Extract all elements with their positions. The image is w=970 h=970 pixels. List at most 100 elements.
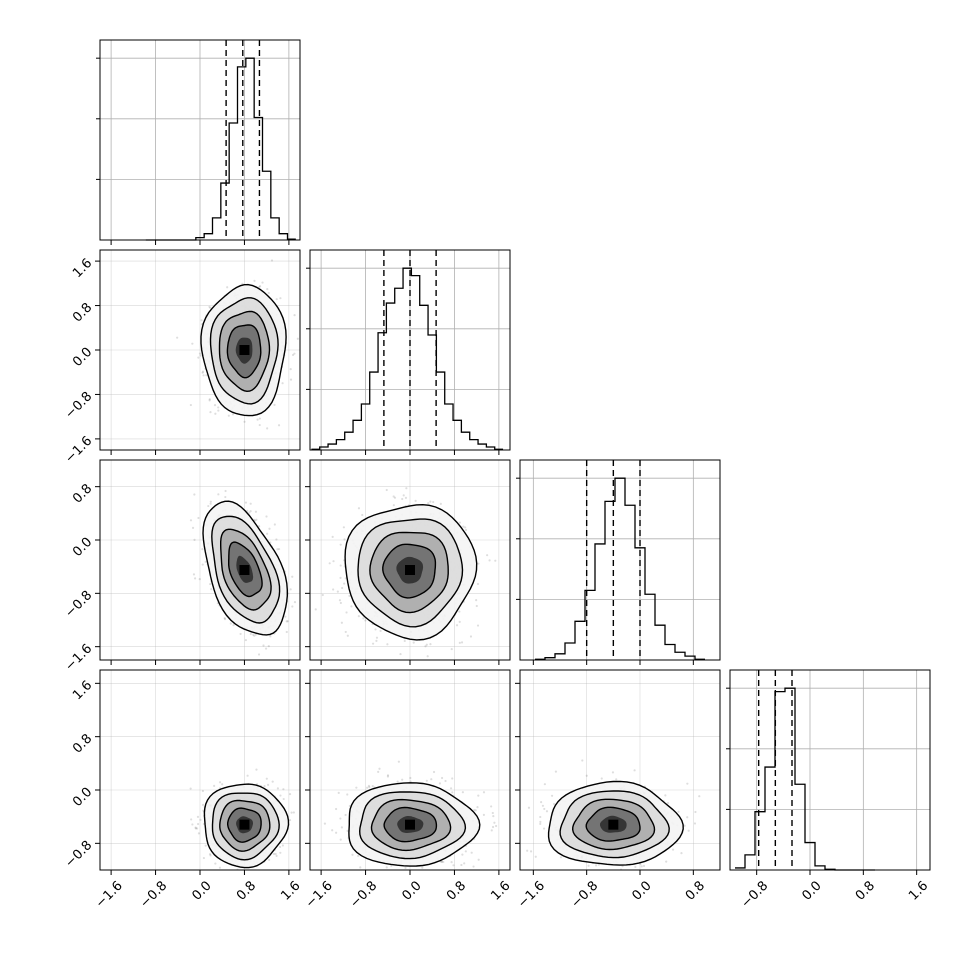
- scatter-point: [208, 399, 211, 402]
- scatter-point: [458, 620, 461, 623]
- density-peak: [239, 565, 250, 575]
- scatter-point: [258, 525, 261, 528]
- scatter-point: [244, 638, 247, 642]
- histogram-bin: [775, 692, 785, 870]
- histogram-outline: [535, 477, 705, 660]
- contour-line: [382, 543, 437, 599]
- scatter-point: [201, 548, 204, 551]
- scatter-point: [291, 353, 295, 357]
- scatter-point: [343, 538, 346, 541]
- histogram-bin: [675, 652, 685, 660]
- histogram-bin: [328, 444, 336, 450]
- scatter-point: [314, 608, 317, 611]
- scatter-point: [242, 870, 244, 872]
- scatter-point: [255, 518, 258, 521]
- scatter-point: [201, 370, 205, 373]
- scatter-point: [197, 356, 200, 359]
- histogram-bin: [353, 420, 361, 450]
- histogram-bin: [655, 625, 665, 660]
- scatter-point: [255, 768, 258, 771]
- scatter-point: [345, 611, 348, 614]
- scatter-point: [331, 535, 334, 538]
- panel-hist-2: [306, 249, 511, 455]
- scatter-point: [192, 573, 196, 576]
- density-peak: [239, 345, 250, 355]
- histogram-bin: [555, 654, 565, 660]
- scatter-point: [209, 500, 212, 503]
- scatter-point: [209, 582, 212, 586]
- contour-line: [344, 503, 478, 641]
- scatter-point: [249, 510, 252, 513]
- scatter-point: [432, 500, 435, 504]
- scatter-point: [429, 643, 432, 646]
- axes-frame: [729, 669, 931, 871]
- scatter-point: [486, 554, 489, 557]
- density-peak: [405, 565, 415, 575]
- scatter-point: [258, 285, 261, 289]
- scatter-point: [279, 297, 282, 300]
- scatter-point: [458, 521, 461, 524]
- histogram-bin: [745, 855, 755, 870]
- histogram-bin: [279, 234, 287, 240]
- panel-hist-3: [516, 459, 721, 665]
- scatter-point: [450, 647, 453, 651]
- contour-line: [357, 518, 464, 628]
- contour-line: [220, 528, 272, 611]
- contour-line: [202, 500, 288, 636]
- panel-contour-3-0: [95, 669, 301, 875]
- scatter-point: [210, 588, 213, 591]
- histogram-bin: [420, 305, 428, 450]
- scatter-point: [254, 510, 258, 513]
- scatter-point: [458, 610, 461, 613]
- scatter-point: [275, 538, 278, 541]
- histogram-bin: [204, 234, 212, 240]
- scatter-point: [362, 617, 365, 620]
- scatter-point: [339, 543, 342, 546]
- scatter-point: [267, 291, 270, 295]
- scatter-point: [265, 515, 268, 518]
- scatter-point: [348, 594, 351, 598]
- scatter-point: [286, 620, 289, 623]
- scatter-point: [385, 488, 388, 492]
- scatter-point: [393, 496, 397, 499]
- scatter-point: [202, 374, 205, 377]
- scatter-point: [429, 500, 432, 503]
- histogram-bin: [370, 372, 378, 450]
- scatter-point: [198, 578, 201, 581]
- scatter-point: [226, 286, 229, 289]
- scatter-point: [258, 284, 262, 288]
- contour-line: [200, 284, 287, 417]
- scatter-point: [341, 586, 344, 590]
- scatter-point: [285, 620, 288, 623]
- histogram-bin: [336, 440, 344, 450]
- histogram-bin: [470, 440, 478, 450]
- scatter-point: [207, 504, 210, 508]
- scatter-point: [217, 493, 220, 496]
- scatter-point: [357, 507, 361, 510]
- scatter-point: [243, 420, 246, 423]
- histogram-bin: [345, 432, 353, 450]
- scatter-point: [464, 528, 468, 532]
- scatter-point: [189, 403, 192, 407]
- scatter-point: [191, 342, 194, 345]
- scatter-point: [266, 532, 269, 535]
- contour-line: [209, 297, 279, 405]
- histogram-bin: [221, 183, 229, 240]
- scatter-point: [204, 560, 207, 563]
- scatter-point: [205, 374, 208, 377]
- scatter-point: [321, 593, 324, 597]
- scatter-point: [264, 647, 268, 650]
- scatter-point: [462, 525, 465, 528]
- histogram-bin: [263, 171, 271, 240]
- scatter-point: [270, 259, 274, 262]
- scatter-point: [340, 621, 343, 624]
- scatter-point: [476, 624, 480, 627]
- histogram-bin: [254, 117, 262, 240]
- contour-line: [211, 515, 281, 624]
- scatter-point: [343, 582, 346, 585]
- scatter-point: [494, 559, 497, 562]
- scatter-point: [361, 513, 364, 517]
- scatter-point: [342, 526, 345, 529]
- scatter-point: [273, 403, 276, 406]
- histogram-bin: [625, 505, 635, 660]
